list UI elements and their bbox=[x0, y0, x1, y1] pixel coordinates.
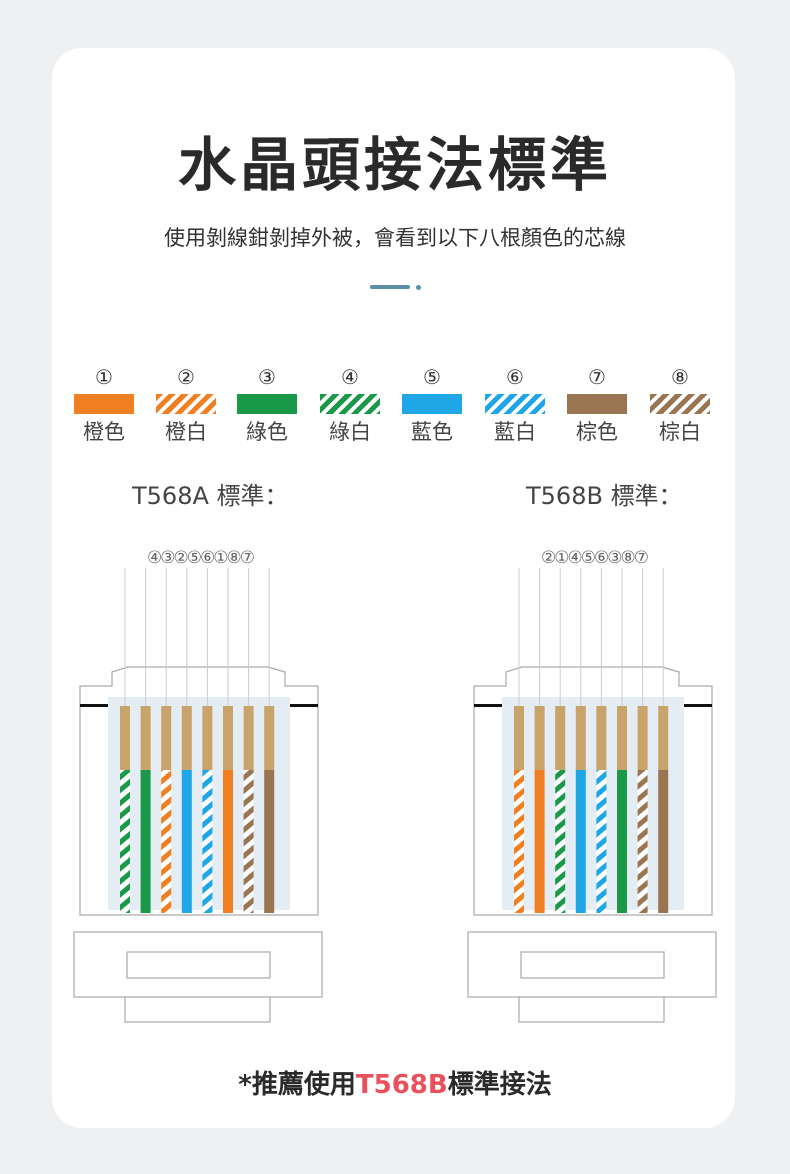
color-swatch bbox=[156, 394, 216, 414]
legend-item: ① 橙色 bbox=[63, 364, 145, 446]
wire-number: ④ bbox=[341, 365, 359, 389]
wire-number: ② bbox=[177, 365, 195, 389]
legend-item: ⑥ 藍白 bbox=[474, 364, 556, 446]
legend-item: ③ 綠色 bbox=[226, 364, 308, 446]
pin-contact bbox=[161, 706, 172, 770]
wire-number: ⑦ bbox=[588, 365, 606, 389]
pin-contact bbox=[223, 706, 233, 770]
wire-藍白 bbox=[596, 770, 607, 913]
color-swatch bbox=[320, 394, 380, 414]
pin-order-label: ④③②⑤⑥①⑧⑦ bbox=[147, 548, 254, 568]
wire-label: 綠白 bbox=[329, 420, 371, 444]
wire-綠白 bbox=[555, 770, 566, 913]
wire-label: 綠色 bbox=[246, 420, 288, 444]
wire-label: 橙白 bbox=[165, 420, 207, 444]
wire-橙色 bbox=[223, 770, 233, 913]
divider-dot bbox=[416, 285, 421, 290]
wire-number: ⑧ bbox=[671, 365, 689, 389]
pin-contact bbox=[637, 706, 648, 770]
color-swatch bbox=[237, 394, 297, 414]
wire-label: 橙色 bbox=[83, 420, 125, 444]
pin-contact bbox=[202, 706, 213, 770]
pin-contact bbox=[534, 706, 545, 770]
pin-contact bbox=[264, 706, 275, 770]
wire-棕色 bbox=[264, 770, 275, 913]
footer-highlight: T568B bbox=[355, 1070, 448, 1100]
wire-label: 棕白 bbox=[659, 420, 701, 444]
wire-橙白 bbox=[514, 770, 524, 913]
wire-藍色 bbox=[181, 770, 192, 913]
wire-棕白 bbox=[637, 770, 648, 913]
pin-contact bbox=[140, 706, 151, 770]
wire-number: ③ bbox=[258, 365, 276, 389]
divider bbox=[370, 285, 410, 289]
legend-item: ② 橙白 bbox=[145, 364, 227, 446]
t568b-connector: ②①④⑤⑥③⑧⑦ bbox=[467, 548, 717, 1023]
wire-number: ⑥ bbox=[506, 365, 524, 389]
color-swatch bbox=[485, 394, 545, 414]
t568a-label: T568A 標準： bbox=[132, 482, 289, 510]
wire-棕白 bbox=[243, 770, 254, 913]
t568a-connector: ④③②⑤⑥①⑧⑦ bbox=[73, 548, 323, 1023]
wire-橙色 bbox=[534, 770, 545, 913]
wire-藍白 bbox=[202, 770, 213, 913]
legend-item: ⑤ 藍色 bbox=[391, 364, 473, 446]
wire-藍色 bbox=[575, 770, 586, 913]
footer-suffix: 標準接法 bbox=[447, 1070, 552, 1100]
pin-contact bbox=[555, 706, 566, 770]
wire-label: 藍白 bbox=[494, 420, 536, 444]
wire-綠白 bbox=[120, 770, 130, 913]
pin-contact bbox=[617, 706, 627, 770]
color-swatch bbox=[74, 394, 134, 414]
pin-contact bbox=[658, 706, 669, 770]
color-swatch bbox=[650, 394, 710, 414]
t568b-label: T568B 標準： bbox=[526, 482, 683, 510]
wire-number: ⑤ bbox=[423, 365, 441, 389]
footer-prefix: *推薦使用 bbox=[238, 1070, 356, 1100]
wire-棕色 bbox=[658, 770, 669, 913]
legend-item: ④ 綠白 bbox=[309, 364, 391, 446]
legend-item: ⑧ 棕白 bbox=[639, 364, 721, 446]
pin-contact bbox=[514, 706, 524, 770]
wire-label: 藍色 bbox=[411, 420, 453, 444]
wire-綠色 bbox=[140, 770, 151, 913]
wire-number: ① bbox=[95, 365, 113, 389]
color-swatch bbox=[567, 394, 627, 414]
wire-label: 棕色 bbox=[576, 420, 618, 444]
color-swatch bbox=[402, 394, 462, 414]
wire-橙白 bbox=[161, 770, 172, 913]
pin-contact bbox=[243, 706, 254, 770]
pin-contact bbox=[120, 706, 130, 770]
page-title: 水晶頭接法標準 bbox=[177, 131, 612, 199]
pin-contact bbox=[575, 706, 586, 770]
pin-order-label: ②①④⑤⑥③⑧⑦ bbox=[541, 548, 648, 568]
footer-note: *推薦使用T568B標準接法 bbox=[0, 1064, 790, 1101]
legend-item: ⑦ 棕色 bbox=[556, 364, 638, 446]
pin-contact bbox=[596, 706, 607, 770]
subtitle: 使用剝線鉗剝掉外被，會看到以下八根顏色的芯線 bbox=[164, 226, 626, 250]
wire-綠色 bbox=[617, 770, 627, 913]
pin-contact bbox=[181, 706, 192, 770]
